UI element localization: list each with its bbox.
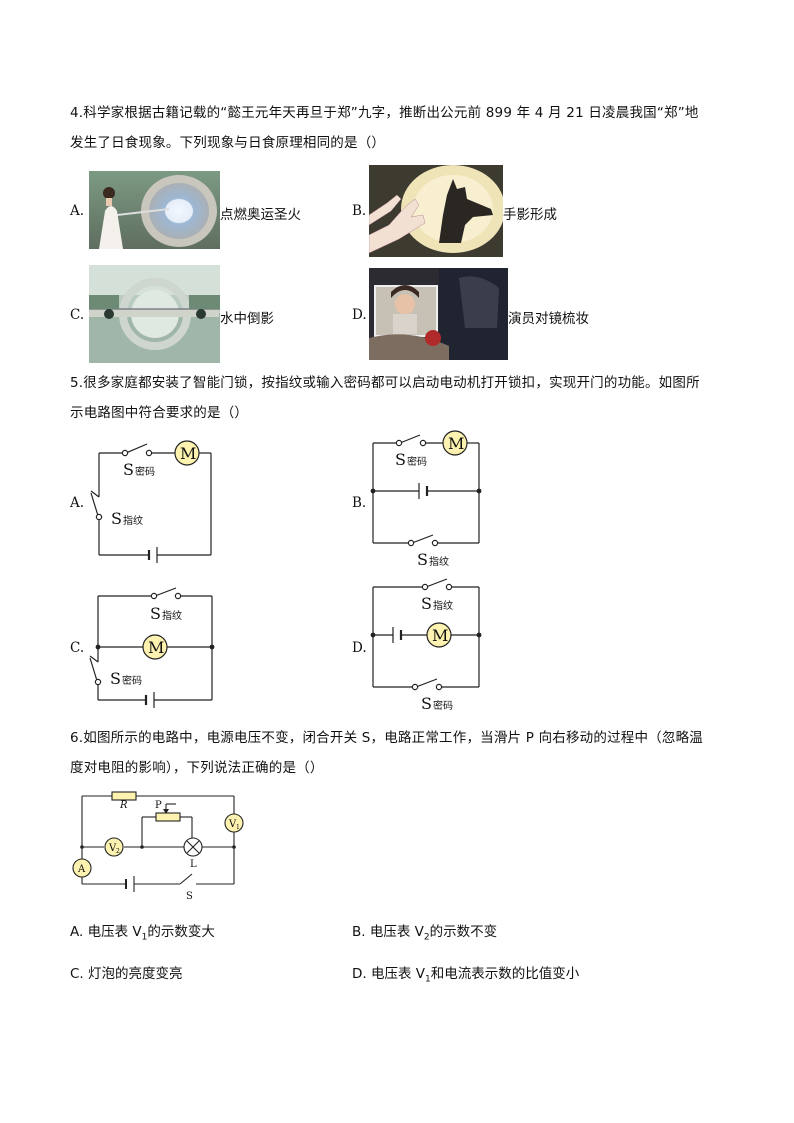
q4-option-a-image: [89, 171, 220, 249]
switch-label-fingerprint: S: [111, 509, 122, 528]
switch-subscript-password: 密码: [122, 674, 142, 687]
q6-answer-b: B. 电压表 V2的示数不变: [352, 920, 497, 943]
q5-circuit-a: M S 密码 S 指纹: [90, 440, 212, 563]
answer-subscript: 1: [141, 932, 148, 943]
q5-stem-line1: 5.很多家庭都安装了智能门锁，按指纹或输入密码都可以启动电动机打开锁扣，实现开门…: [70, 375, 700, 391]
q5-option-d-label: D.: [352, 640, 367, 656]
answer-subscript: 2: [423, 932, 430, 943]
q6-stem-line2: 度对电阻的影响），下列说法正确的是（）: [70, 760, 324, 776]
q4-option-c-caption: 水中倒影: [220, 311, 274, 327]
motor-symbol: M: [148, 638, 164, 657]
voltmeter-v2-subscript: 2: [116, 848, 120, 855]
switch-subscript-password: 密码: [407, 455, 427, 468]
answer-text: 的示数不变: [429, 924, 498, 940]
q4-option-b-image: [369, 165, 503, 257]
switch-label-password: S: [110, 669, 121, 688]
q4-option-c-label: C.: [70, 307, 85, 323]
q4-option-b-caption: 手影形成: [503, 207, 557, 223]
q5-circuit-d: M S 指纹 S 密码: [370, 578, 482, 713]
slider-label: P: [155, 800, 162, 811]
switch-label-fingerprint: S: [417, 550, 428, 569]
answer-label: B.: [352, 924, 366, 940]
q6-stem-line1: 6.如图所示的电路中，电源电压不变，闭合开关 S，电路正常工作，当滑片 P 向右…: [70, 730, 703, 746]
q4-option-b-label: B.: [352, 203, 367, 219]
answer-text: 和电流表示数的比值变小: [430, 966, 580, 982]
answer-subscript: 1: [425, 974, 431, 985]
q5-circuit-b: M S 密码 S 指纹: [370, 430, 482, 569]
motor-symbol: M: [432, 626, 448, 645]
q4-option-a-label: A.: [70, 203, 85, 219]
motor-symbol: M: [180, 444, 196, 463]
answer-text: 电压表 V: [369, 924, 424, 940]
q6-answer-a: A. 电压表 V1的示数变大: [70, 920, 215, 943]
q4-option-c-image: [89, 265, 220, 363]
q4-option-d-label: D.: [352, 307, 367, 323]
voltmeter-v2-symbol: V: [108, 843, 117, 854]
answer-text: 电压表 V: [87, 924, 142, 940]
q4-option-a-caption: 点燃奥运圣火: [220, 207, 301, 223]
resistor-label: R: [119, 800, 128, 811]
q5-option-c-label: C.: [70, 640, 85, 656]
switch-subscript-fingerprint: 指纹: [162, 609, 182, 622]
switch-label-password: S: [123, 460, 134, 479]
switch-subscript-fingerprint: 指纹: [429, 555, 449, 568]
q5-circuit-c: M S 指纹 S 密码: [89, 587, 215, 708]
switch-label-fingerprint: S: [150, 604, 161, 623]
switch-label-password: S: [421, 694, 432, 713]
q4-stem-line1: 4.科学家根据古籍记载的“懿王元年天再旦于郑”九字，推断出公元前 899 年 4…: [70, 105, 699, 121]
switch-subscript-password: 密码: [135, 465, 155, 478]
answer-label: C.: [70, 966, 84, 982]
q4-option-d-image: [369, 268, 508, 360]
motor-symbol: M: [448, 434, 464, 453]
answer-text: 灯泡的亮度变亮: [88, 966, 183, 982]
q5-stem-line2: 示电路图中符合要求的是（）: [70, 405, 249, 421]
q6-circuit: V 1 V 2 A R P L S: [72, 791, 244, 902]
switch-label-fingerprint: S: [421, 594, 432, 613]
answer-text: 电压表 V: [370, 966, 426, 982]
q4-stem-line2: 发生了日食现象。下列现象与日食原理相同的是（）: [70, 135, 386, 151]
voltmeter-v1-subscript: 1: [236, 824, 240, 831]
switch-subscript-password: 密码: [433, 699, 453, 712]
q6-answer-c: C. 灯泡的亮度变亮: [70, 962, 183, 982]
voltmeter-v1-symbol: V: [228, 819, 237, 830]
q4-option-d-caption: 演员对镜梳妆: [508, 311, 589, 327]
switch-subscript-fingerprint: 指纹: [433, 599, 453, 612]
answer-text: 的示数变大: [147, 924, 215, 940]
switch-subscript-fingerprint: 指纹: [123, 514, 143, 527]
answer-label: D.: [352, 966, 367, 982]
q5-option-b-label: B.: [352, 495, 367, 511]
switch-label-password: S: [395, 450, 406, 469]
answer-label: A.: [70, 924, 84, 940]
q5-option-a-label: A.: [70, 495, 85, 511]
switch-label: S: [186, 891, 193, 902]
lamp-label: L: [190, 859, 197, 870]
ammeter-symbol: A: [77, 864, 86, 875]
q6-answer-d: D. 电压表 V1和电流表示数的比值变小: [352, 962, 579, 985]
